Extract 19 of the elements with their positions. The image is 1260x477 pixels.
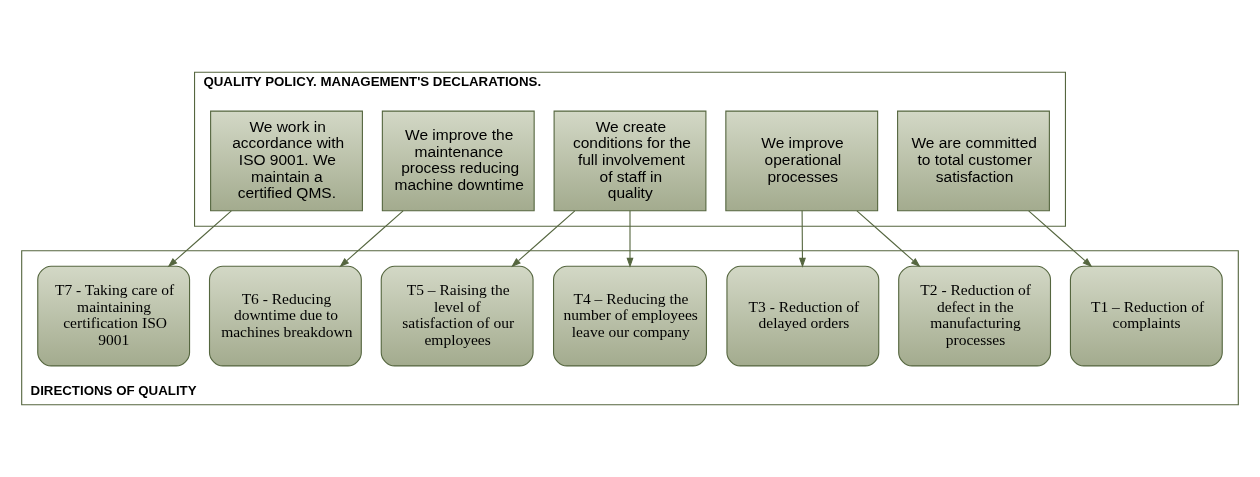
arrow <box>511 210 576 268</box>
arrow <box>167 210 232 268</box>
node-box: We improve operational processes <box>725 110 879 212</box>
arrow <box>339 210 404 268</box>
node-box: We create conditions for the full involvement of staff in quality <box>553 110 707 212</box>
node-box: T3 - Reduction of delayed orders <box>726 265 880 367</box>
node-box: We work in accordance with ISO 9001. We maintain a certified QMS. <box>210 110 363 212</box>
node-box: T1 – Reduction of complaints <box>1069 265 1223 367</box>
arrow <box>1028 210 1093 268</box>
node-box: T5 – Raising the level of satisfaction of our employees <box>380 265 534 367</box>
node-box: We improve the maintenance process reducing machine downtime <box>381 110 535 212</box>
arrow <box>856 210 921 268</box>
arrow <box>626 210 634 268</box>
node-box: We are committed to total customer satisfaction <box>897 110 1050 212</box>
node-box: T6 - Reducing downtime due to machines breakdown <box>208 265 362 367</box>
arrow <box>798 210 806 268</box>
node-box: T4 – Reducing the number of employees leave our company <box>553 265 707 367</box>
node-box: T2 - Reduction of defect in the manufacturing processes <box>898 265 1052 367</box>
node-box: T7 - Taking care of maintaining certification ISO 9001 <box>37 265 191 367</box>
